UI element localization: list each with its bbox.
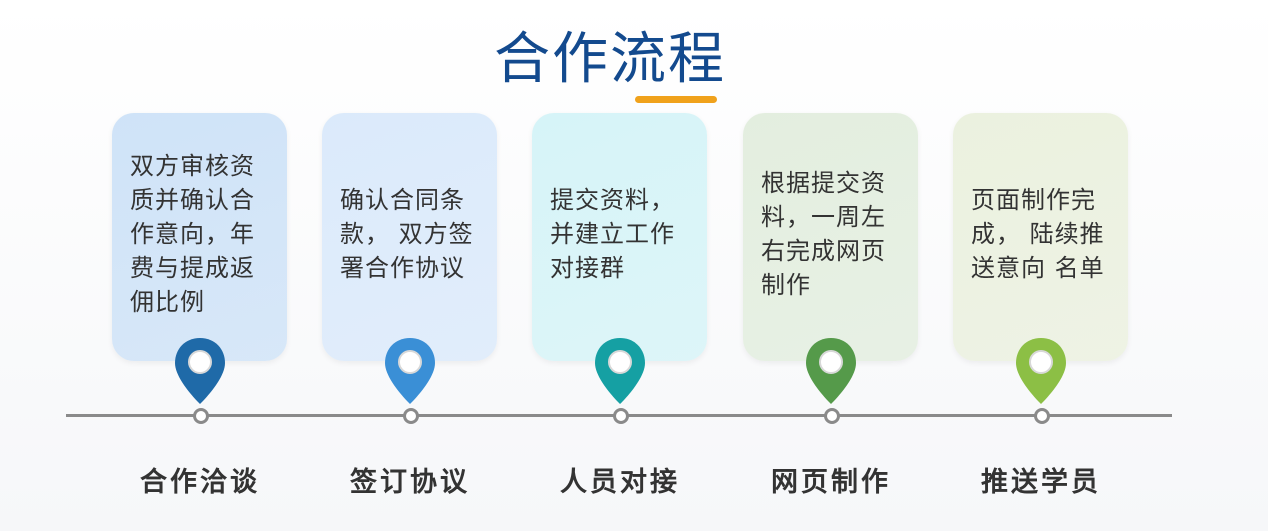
timeline-dot: [824, 408, 840, 424]
step-card-2: 确认合同条 款， 双方签 署合作协议: [322, 113, 497, 361]
step-card-1: 双方审核资 质并确认合 作意向，年 费与提成返 佣比例: [112, 113, 287, 361]
step-card-3: 提交资料， 并建立工作 对接群: [532, 113, 707, 361]
page-title: 合作流程: [494, 27, 726, 92]
step-card-text: 确认合同条 款， 双方签 署合作协议: [340, 186, 474, 282]
step-card-text: 提交资料， 并建立工作 对接群: [550, 186, 675, 282]
step-card-text: 页面制作完 成， 陆续推 送意向 名单: [971, 186, 1105, 282]
step-label-1: 合作洽谈: [140, 467, 260, 498]
step-label-3: 人员对接: [560, 467, 680, 498]
step-label-4: 网页制作: [771, 467, 891, 498]
map-pin-icon: [385, 338, 435, 404]
timeline-dot: [193, 408, 209, 424]
step-card-5: 页面制作完 成， 陆续推 送意向 名单: [953, 113, 1128, 361]
map-pin-icon: [1016, 338, 1066, 404]
timeline-dot: [613, 408, 629, 424]
title-underline: [635, 96, 717, 103]
map-pin-icon: [175, 338, 225, 404]
step-card-text: 双方审核资 质并确认合 作意向，年 费与提成返 佣比例: [130, 152, 255, 316]
step-card-4: 根据提交资 料，一周左 右完成网页 制作: [743, 113, 918, 361]
step-label-5: 推送学员: [981, 467, 1101, 498]
step-label-2: 签订协议: [350, 467, 470, 498]
timeline-dot: [403, 408, 419, 424]
timeline-dot: [1034, 408, 1050, 424]
map-pin-icon: [806, 338, 856, 404]
map-pin-icon: [595, 338, 645, 404]
step-card-text: 根据提交资 料，一周左 右完成网页 制作: [761, 169, 886, 299]
